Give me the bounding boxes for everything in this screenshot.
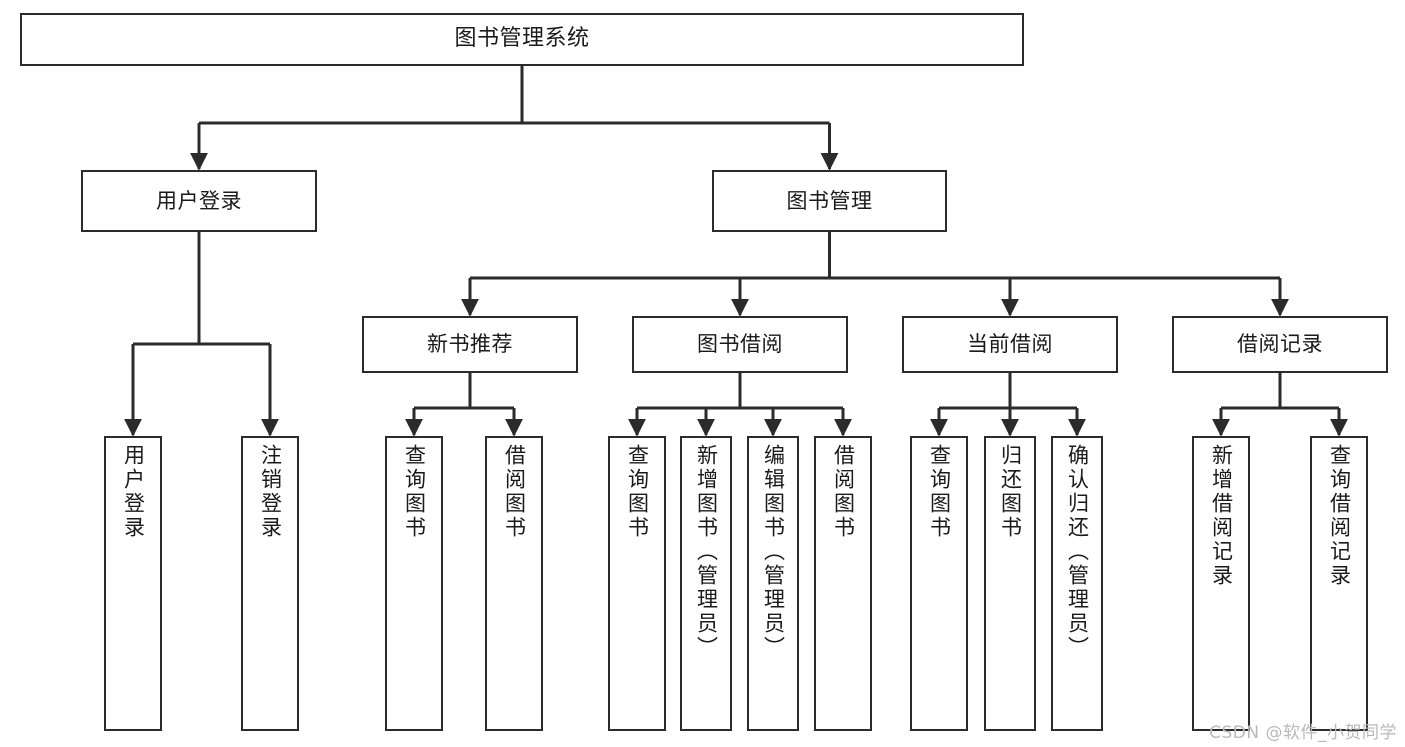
node-l-bk-add[interactable]: 新增图书（管理员） bbox=[680, 436, 732, 731]
node-label: 图书管理系统 bbox=[454, 26, 590, 52]
node-l-cu-return[interactable]: 归还图书 bbox=[984, 436, 1036, 731]
node-l-nb-borrow[interactable]: 借阅图书 bbox=[485, 436, 543, 731]
node-root[interactable]: 图书管理系统 bbox=[20, 13, 1024, 66]
node-l-rc-add[interactable]: 新增借阅记录 bbox=[1192, 436, 1250, 731]
node-l-cu-query[interactable]: 查询图书 bbox=[910, 436, 968, 731]
node-label: 查询借阅记录 bbox=[1327, 444, 1352, 588]
node-label: 查询图书 bbox=[625, 444, 650, 540]
node-l-logout[interactable]: 注销登录 bbox=[241, 436, 299, 731]
node-borrow[interactable]: 图书借阅 bbox=[632, 316, 848, 373]
node-bookmgmt[interactable]: 图书管理 bbox=[712, 170, 947, 232]
node-l-bk-query[interactable]: 查询图书 bbox=[608, 436, 666, 731]
node-label: 当前借阅 bbox=[967, 332, 1053, 357]
node-label: 新增借阅记录 bbox=[1209, 444, 1234, 588]
node-label: 确认归还（管理员） bbox=[1065, 444, 1090, 660]
watermark-label: CSDN @软件_小贺同学 bbox=[1209, 723, 1397, 743]
node-current[interactable]: 当前借阅 bbox=[902, 316, 1118, 373]
node-label: 新书推荐 bbox=[427, 332, 513, 357]
node-records[interactable]: 借阅记录 bbox=[1172, 316, 1388, 373]
node-label: 借阅图书 bbox=[502, 444, 527, 540]
node-label: 用户登录 bbox=[121, 444, 146, 540]
node-label: 借阅记录 bbox=[1237, 332, 1323, 357]
node-label: 借阅图书 bbox=[831, 444, 856, 540]
node-newbook[interactable]: 新书推荐 bbox=[362, 316, 578, 373]
node-label: 用户登录 bbox=[156, 188, 242, 213]
node-l-bk-lend[interactable]: 借阅图书 bbox=[814, 436, 872, 731]
node-l-bk-edit[interactable]: 编辑图书（管理员） bbox=[747, 436, 799, 731]
node-label: 图书借阅 bbox=[697, 332, 783, 357]
node-l-rc-query[interactable]: 查询借阅记录 bbox=[1310, 436, 1368, 731]
node-login[interactable]: 用户登录 bbox=[81, 170, 317, 232]
node-label: 归还图书 bbox=[998, 444, 1023, 540]
node-label: 查询图书 bbox=[402, 444, 427, 540]
node-label: 编辑图书（管理员） bbox=[761, 444, 786, 660]
node-l-login[interactable]: 用户登录 bbox=[104, 436, 162, 731]
node-l-cu-conf[interactable]: 确认归还（管理员） bbox=[1051, 436, 1103, 731]
node-l-nb-query[interactable]: 查询图书 bbox=[385, 436, 443, 731]
node-label: 注销登录 bbox=[258, 444, 283, 540]
node-label: 查询图书 bbox=[927, 444, 952, 540]
node-label: 新增图书（管理员） bbox=[694, 444, 719, 660]
node-label: 图书管理 bbox=[786, 188, 873, 213]
